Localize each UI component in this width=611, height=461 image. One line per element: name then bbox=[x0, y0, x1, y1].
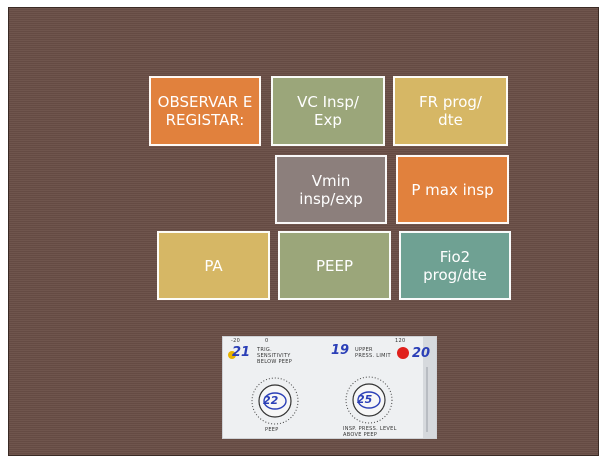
handwritten-20: 20 bbox=[412, 346, 431, 361]
tile-vc-insp-exp: VC Insp/ Exp bbox=[271, 76, 385, 146]
scale-mark: -20 bbox=[231, 338, 241, 344]
tile-peep: PEEP bbox=[278, 231, 391, 300]
handwritten-25: 25 bbox=[357, 393, 373, 406]
slide-canvas: OBSERVAR E REGISTAR: VC Insp/ Exp FR pro… bbox=[8, 7, 599, 456]
tile-observar-e-registar: OBSERVAR E REGISTAR: bbox=[149, 76, 261, 146]
tile-p-max-insp: P max insp bbox=[396, 155, 509, 224]
scale-mark: 0 bbox=[265, 338, 269, 344]
handwritten-22: 22 bbox=[263, 394, 279, 407]
tile-fio2-prog-dte: Fio2 prog/dte bbox=[399, 231, 511, 300]
handwritten-19: 19 bbox=[331, 343, 350, 358]
dial-graphics bbox=[228, 337, 436, 438]
upper-press-limit-label: UPPER PRESS. LIMIT bbox=[355, 347, 391, 359]
insp-press-level-label: INSP. PRESS. LEVEL ABOVE PEEP bbox=[343, 426, 397, 438]
tile-vmin-insp-exp: Vmin insp/exp bbox=[275, 155, 387, 224]
insp-pressure-dial-icon bbox=[345, 376, 393, 424]
yellow-indicator-icon bbox=[228, 351, 236, 359]
peep-dial-label: PEEP bbox=[265, 427, 279, 433]
tile-fr-prog-dte: FR prog/ dte bbox=[393, 76, 508, 146]
peep-dial-icon bbox=[251, 377, 299, 425]
scale-mark: 120 bbox=[395, 338, 406, 344]
ventilator-dial-photo: 21 TRIG. SENSITIVITY BELOW PEEP 22 PEEP … bbox=[222, 336, 437, 439]
red-indicator-icon bbox=[397, 347, 409, 359]
tile-pa: PA bbox=[157, 231, 270, 300]
trig-sensitivity-label: TRIG. SENSITIVITY BELOW PEEP bbox=[257, 347, 293, 365]
handwritten-21: 21 bbox=[232, 345, 251, 360]
